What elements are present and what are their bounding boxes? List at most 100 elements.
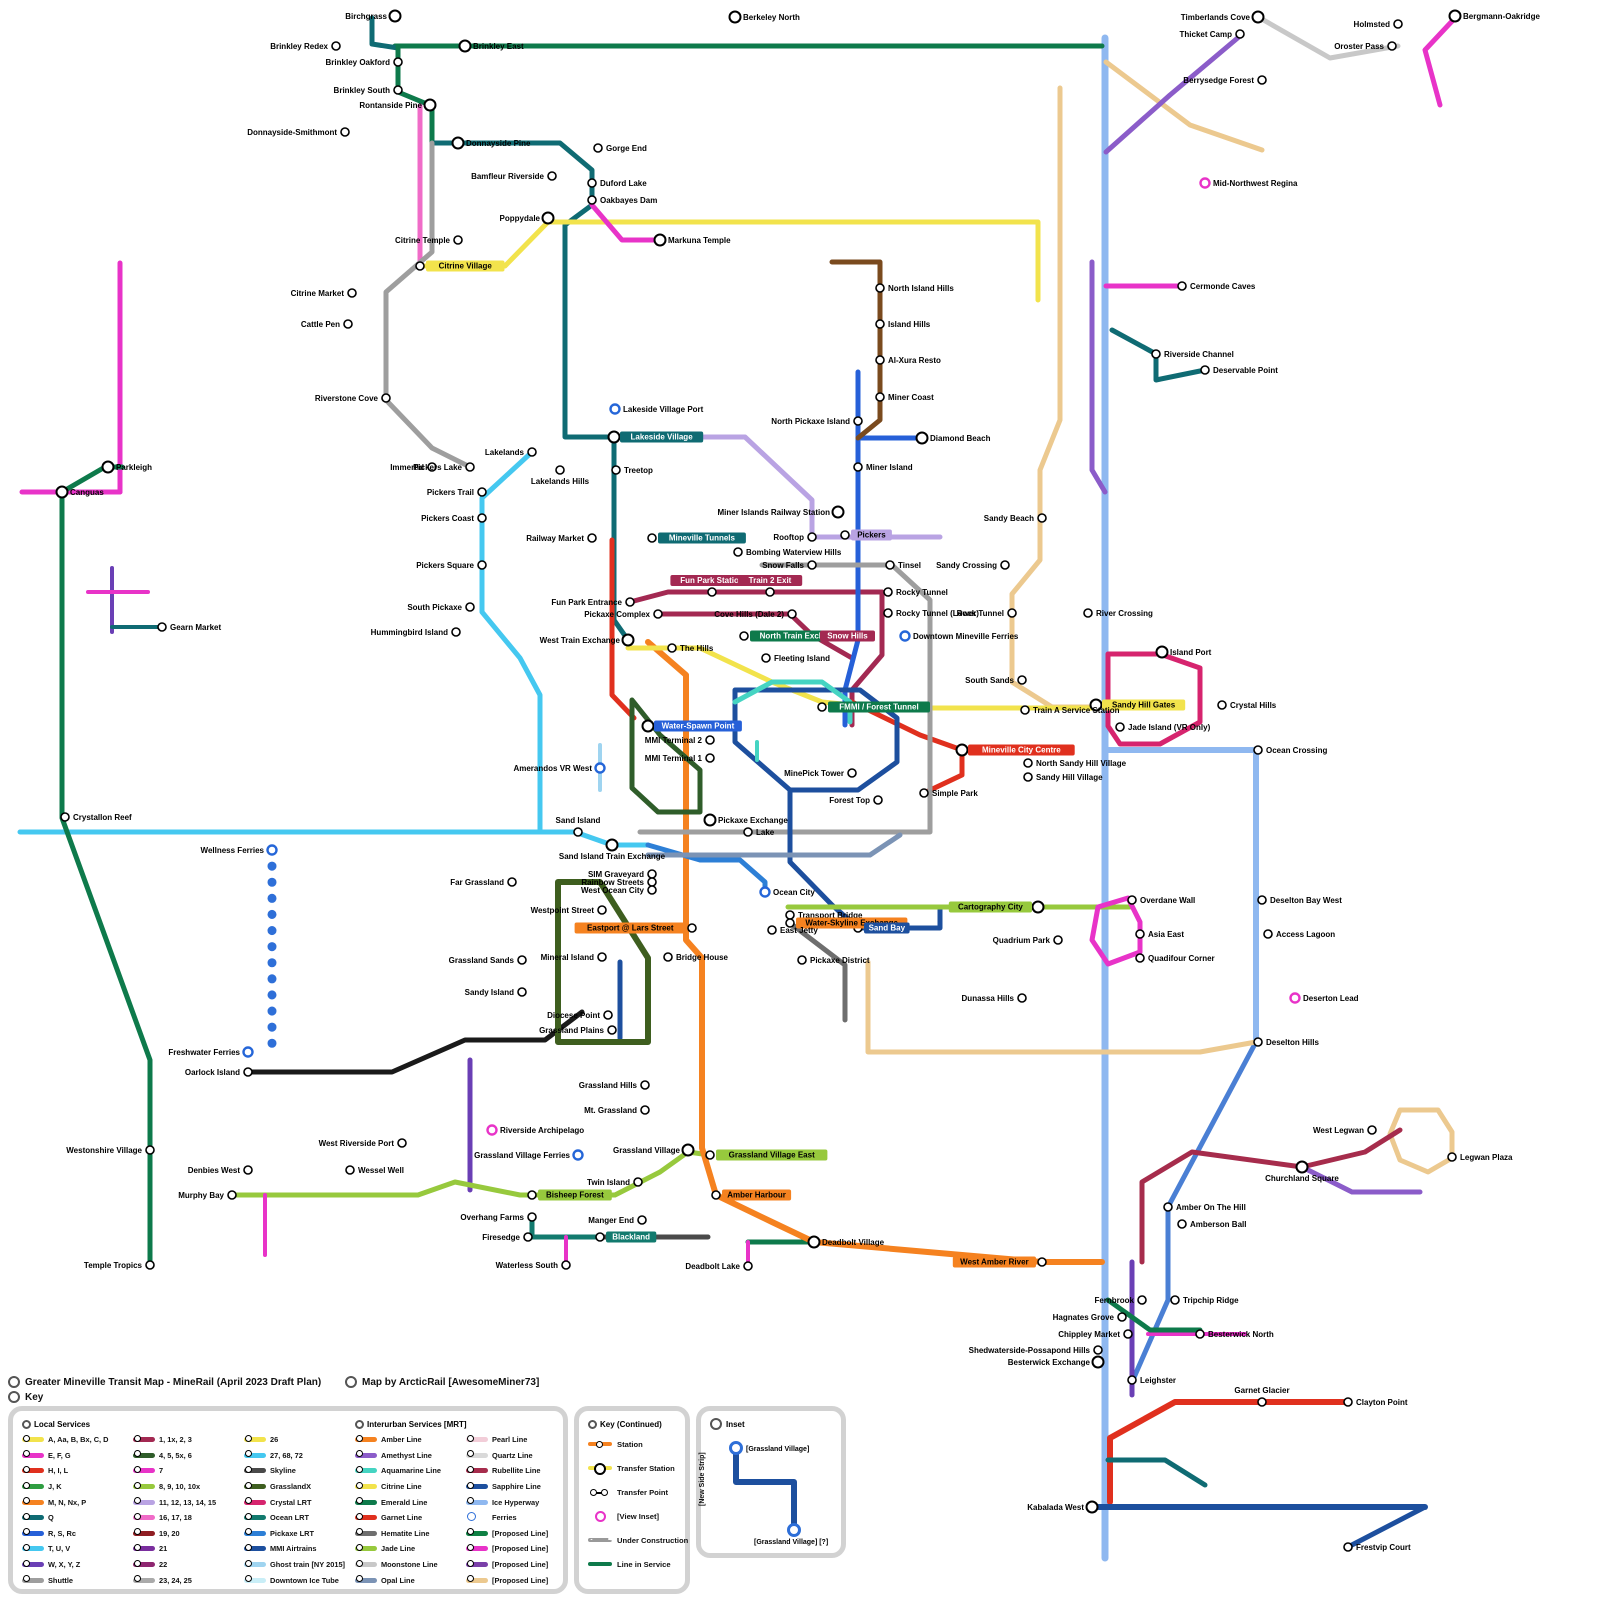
station-al-xura-resto: [875, 355, 885, 365]
station-dot-icon: [356, 1528, 363, 1536]
legend-entry-label: 22: [159, 1560, 168, 1570]
station-lakelands-hills: [555, 465, 565, 475]
station-dot-icon: [134, 1512, 141, 1520]
legend-entry-pearl-line: Pearl Line: [466, 1432, 569, 1448]
station-label: Snow Hills: [827, 632, 868, 641]
station-label: Mineville Tunnels: [669, 534, 736, 543]
station-label: Citrine Village: [439, 262, 493, 271]
station-label: Overhang Farms: [460, 1213, 524, 1222]
station-riverstone-cove: [381, 393, 391, 403]
station-label: Ocean Crossing: [1266, 746, 1327, 755]
station-label: Freshwater Ferries: [168, 1048, 240, 1057]
legend-entry-ferries: Ferries: [466, 1510, 569, 1526]
station-poppydale: [541, 211, 555, 225]
station-dot-icon: [467, 1575, 474, 1583]
station-dunassa-hills: [1017, 993, 1027, 1003]
station-temple-tropics: [145, 1260, 155, 1270]
station-label: Tinsel: [898, 561, 921, 570]
station-bergmann-oakridge: [1448, 9, 1462, 23]
station-label: Transport Bridge: [798, 911, 863, 920]
station-label: Forest Top: [829, 796, 870, 805]
station-dot-icon: [356, 1465, 363, 1473]
legend-entry-downtown-ice-tube: Downtown Ice Tube: [244, 1572, 347, 1588]
station-label: Rocky Tunnel (Lower): [896, 609, 979, 618]
legend-entry-label: T, U, V: [48, 1544, 71, 1554]
inset: Inset[New Side Strip][Grassland Village]…: [696, 1406, 846, 1558]
line-brown-north: [829, 259, 883, 441]
station-freshwater-ferries: [242, 1046, 254, 1058]
legend-entry-1-1x-2-3: 1, 1x, 2, 3: [133, 1432, 236, 1448]
station-label: Wessel Well: [358, 1166, 404, 1175]
station-kabalada-west: [1085, 1500, 1099, 1514]
station-label: North Island Hills: [888, 284, 954, 293]
inset-station-label: [Grassland Village] [?]: [754, 1539, 828, 1546]
legend-entry-label: Garnet Line: [381, 1513, 423, 1523]
inset-ring-icon: [710, 1418, 722, 1430]
station-label: Temple Tropics: [84, 1261, 143, 1270]
legend-entry-h-i-l: H, I, L: [22, 1463, 125, 1479]
station-label: Access Lagoon: [1276, 930, 1335, 939]
line-swatch-icon: [133, 1481, 155, 1490]
line-swatch-icon: [355, 1450, 377, 1458]
station-east-jetty: [767, 925, 777, 935]
station-riverside-archipelago: [486, 1124, 498, 1136]
station-dot-icon: [467, 1450, 474, 1458]
station-pickers-trail: [477, 487, 487, 497]
legend-entry-e-f-g: E, F, G: [22, 1448, 125, 1464]
key-label-text: Key: [25, 1391, 44, 1403]
station-label: Sand Bay: [869, 924, 906, 933]
station-brinkley-oakford: [393, 57, 403, 67]
station-downtown-mineville-ferries: [899, 630, 911, 642]
legend-entry-label: GrasslandX: [270, 1482, 312, 1492]
station-label: Bisheep Forest: [546, 1191, 604, 1200]
station-sand-island: [573, 827, 583, 837]
legend-entry-label: 4, 5, 5x, 6: [159, 1450, 192, 1460]
station-label: West Legwan: [1313, 1126, 1364, 1135]
station-cermonde-caves: [1177, 281, 1187, 291]
inset-station: [787, 1523, 801, 1537]
station-label: Manger End: [588, 1216, 634, 1225]
station-fleeting-island: [761, 653, 771, 663]
legend-entry-quartz-line: Quartz Line: [466, 1448, 569, 1464]
station-label: Bergmann-Oakridge: [1463, 12, 1540, 21]
legend-entry-label: [Proposed Line]: [492, 1560, 549, 1570]
station-label: Diamond Beach: [930, 434, 991, 443]
station-denbies-west: [243, 1165, 253, 1175]
station-deservable-point: [1200, 365, 1210, 375]
station-label-highlight: [737, 575, 803, 586]
station-label: Riverstone Cove: [315, 394, 379, 403]
legend-entry-label: Quartz Line: [492, 1450, 533, 1460]
station-label: Besterwick Exchange: [1008, 1358, 1091, 1367]
station-lakelands: [527, 447, 537, 457]
station-label: Cartography City: [958, 903, 1023, 912]
station-grassland-plains: [607, 1025, 617, 1035]
station-overdane-wall: [1127, 895, 1137, 905]
line-swatch-icon: [244, 1512, 266, 1521]
key-entry-label: Line in Service: [617, 1559, 671, 1569]
station-dot-icon: [23, 1559, 30, 1567]
legend-entry-23-24-25: 23, 24, 25: [133, 1572, 236, 1588]
station-mt-grassland: [640, 1105, 650, 1115]
legend-entry-garnet-line: Garnet Line: [355, 1510, 458, 1526]
station-label: Sandy Island: [465, 988, 514, 997]
station-label: SIM Graveyard: [588, 870, 644, 879]
station-bombing-waterview-hills: [733, 547, 743, 557]
line-cyan-pickers: [479, 449, 543, 835]
station-label: South Pickaxe: [407, 603, 462, 612]
line-amethyst-right: [1089, 259, 1108, 495]
map-credit: Map by ArcticRail [AwesomeMiner73]: [345, 1376, 539, 1388]
station-label: Mineral Island: [541, 953, 594, 962]
station-amerandos-vr-west: [594, 762, 606, 774]
station-manger-end: [637, 1215, 647, 1225]
station-leighster: [1127, 1375, 1137, 1385]
station-label: Clayton Point: [1356, 1398, 1408, 1407]
station-label: Sand Island Train Exchange: [559, 852, 666, 861]
inset-station-label: [Grassland Village]: [746, 1446, 809, 1453]
station-dot-icon: [467, 1543, 474, 1551]
station-label: Hummingbird Island: [371, 628, 448, 637]
station-label: Holmsted: [1354, 20, 1391, 29]
station-mineral-island: [597, 952, 607, 962]
line-swatch-icon: [22, 1481, 44, 1490]
